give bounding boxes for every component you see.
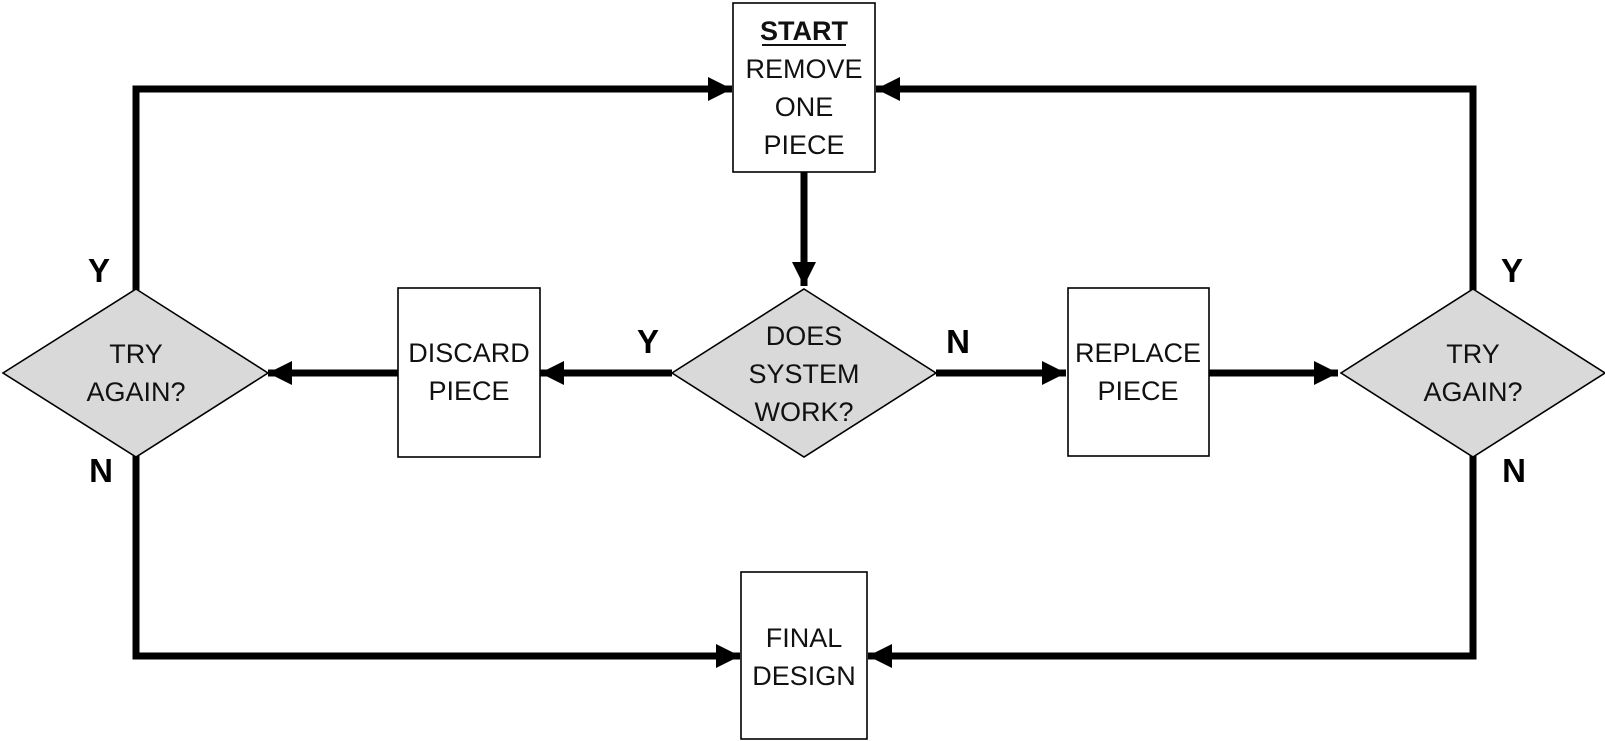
decision-diamond — [670, 288, 938, 458]
try-again-right-node: TRY AGAIN? — [1339, 288, 1605, 458]
replace-line-2: PIECE — [1097, 376, 1178, 406]
arrow-try-right-yes-to-start — [876, 77, 1477, 290]
decision-line-2: SYSTEM — [748, 359, 859, 389]
arrow-try-left-yes-to-start — [132, 77, 732, 290]
try-left-line-2: AGAIN? — [86, 377, 185, 407]
replace-node: REPLACE PIECE — [1067, 287, 1210, 457]
arrow-try-left-no-to-final — [132, 456, 740, 668]
try-again-left-diamond — [1, 288, 270, 458]
start-line-1: REMOVE — [745, 54, 862, 84]
replace-line-1: REPLACE — [1075, 338, 1201, 368]
try-left-line-1: TRY — [109, 339, 163, 369]
final-line-1: FINAL — [766, 623, 843, 653]
start-box — [732, 2, 876, 173]
label-left-no: N — [89, 452, 113, 489]
try-right-line-2: AGAIN? — [1423, 377, 1522, 407]
label-right-yes: Y — [1501, 252, 1523, 289]
label-left-yes: Y — [88, 252, 110, 289]
arrow-try-right-no-to-final — [868, 456, 1477, 668]
decision-node: DOES SYSTEM WORK? — [670, 288, 938, 458]
discard-box — [397, 287, 541, 458]
label-decision-no: N — [946, 323, 970, 360]
try-again-right-diamond — [1339, 288, 1605, 458]
branch-labels: Y N Y N Y N — [88, 252, 1526, 489]
discard-line-2: PIECE — [428, 376, 509, 406]
start-node: START REMOVE ONE PIECE — [732, 2, 876, 173]
connectors — [132, 77, 1477, 668]
discard-line-1: DISCARD — [408, 338, 530, 368]
final-node: FINAL DESIGN — [740, 571, 868, 740]
label-right-no: N — [1502, 452, 1526, 489]
try-right-line-1: TRY — [1446, 339, 1500, 369]
decision-line-1: DOES — [766, 321, 843, 351]
discard-node: DISCARD PIECE — [397, 287, 541, 458]
final-line-2: DESIGN — [752, 661, 856, 691]
start-line-2: ONE — [775, 92, 834, 122]
replace-box — [1067, 287, 1210, 457]
start-heading: START — [760, 16, 848, 46]
decision-line-3: WORK? — [754, 397, 853, 427]
label-decision-yes: Y — [637, 323, 659, 360]
try-again-left-node: TRY AGAIN? — [1, 288, 270, 458]
start-line-3: PIECE — [763, 130, 844, 160]
final-box — [740, 571, 868, 740]
